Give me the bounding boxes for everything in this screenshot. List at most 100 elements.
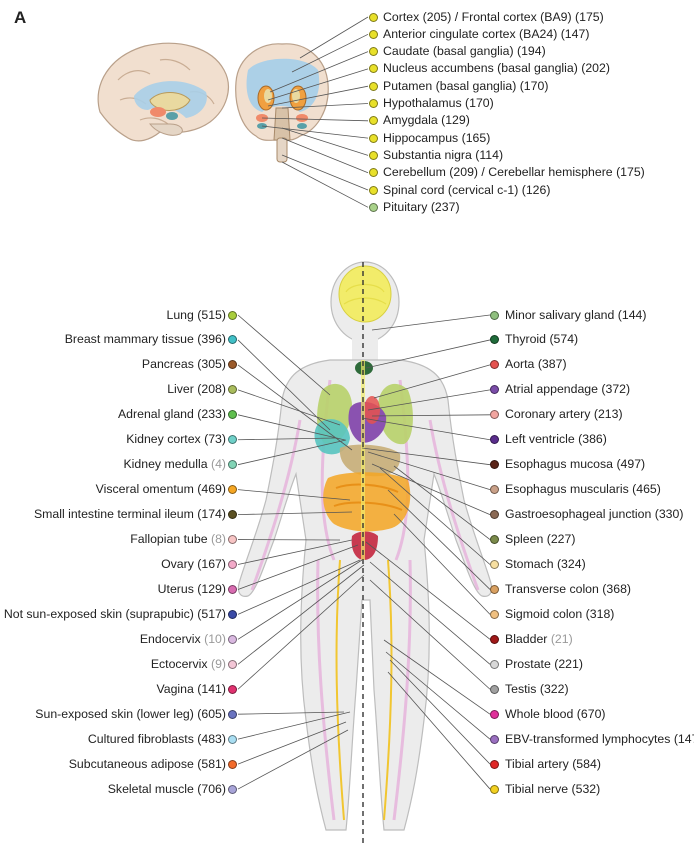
tissue-name: Liver — [167, 382, 194, 396]
brain-region-name: Substantia nigra (114) — [383, 148, 503, 162]
brain-region-name: Cortex (205) / Frontal cortex (BA9) (175… — [383, 10, 604, 24]
tissue-sample-count: (305) — [197, 357, 226, 371]
brain-region-name: Caudate (basal ganglia) (194) — [383, 44, 546, 58]
leader-line — [282, 138, 368, 173]
brain-region-swatch-pituitary-237 — [369, 203, 378, 212]
tissue-name: Pancreas — [142, 357, 194, 371]
tissue-label-fallopian-tube: Fallopian tube (8) — [130, 532, 226, 547]
tissue-label-gastroesophageal-junction: Gastroesophageal junction (330) — [505, 507, 683, 522]
tissue-swatch-minor-salivary-gland — [490, 311, 499, 320]
tissue-swatch-testis — [490, 685, 499, 694]
tissue-sample-count: (396) — [197, 332, 226, 346]
tissue-sample-count: (73) — [204, 432, 226, 446]
tissue-name: Kidney medulla — [123, 457, 207, 471]
tissue-label-sigmoid-colon: Sigmoid colon (318) — [505, 607, 614, 622]
brain-region-name: Spinal cord (cervical c-1) (126) — [383, 183, 550, 197]
tissue-label-aorta: Aorta (387) — [505, 357, 567, 372]
brain-region-label-amygdala-129: Amygdala (129) — [383, 113, 470, 128]
brain-region-name: Amygdala (129) — [383, 113, 470, 127]
tissue-sample-count: (213) — [594, 407, 623, 421]
tissue-swatch-bladder — [490, 635, 499, 644]
brain-region-swatch-cortex-205-frontal-cortex-ba9-175 — [369, 13, 378, 22]
tissue-label-adrenal-gland: Adrenal gland (233) — [118, 407, 226, 422]
tissue-swatch-tibial-artery — [490, 760, 499, 769]
brain-region-name: Hippocampus (165) — [383, 131, 490, 145]
tissue-name: Coronary artery — [505, 407, 590, 421]
brain-region-swatch-hippocampus-165 — [369, 134, 378, 143]
tissue-swatch-spleen — [490, 535, 499, 544]
brain-region-label-hippocampus-165: Hippocampus (165) — [383, 131, 490, 146]
tissue-label-vagina: Vagina (141) — [156, 682, 226, 697]
tissue-name: Sigmoid colon — [505, 607, 582, 621]
tissue-sample-count: (574) — [549, 332, 578, 346]
tissue-name: Vagina — [156, 682, 193, 696]
brain-region-label-spinal-cord-cervical-c-1-126: Spinal cord (cervical c-1) (126) — [383, 183, 550, 198]
tissue-label-transverse-colon: Transverse colon (368) — [505, 582, 631, 597]
brain-region-label-pituitary-237: Pituitary (237) — [383, 200, 460, 215]
tissue-sample-count: (465) — [632, 482, 661, 496]
tissue-label-testis: Testis (322) — [505, 682, 569, 697]
tissue-name: Skeletal muscle — [108, 782, 194, 796]
tissue-name: Whole blood — [505, 707, 573, 721]
tissue-sample-count: (227) — [547, 532, 576, 546]
tissue-name: Sun-exposed skin (lower leg) — [35, 707, 194, 721]
tissue-label-thyroid: Thyroid (574) — [505, 332, 578, 347]
tissue-name: EBV-transformed lymphocytes — [505, 732, 670, 746]
tissue-name: Minor salivary gland — [505, 308, 614, 322]
tissue-sample-count: (141) — [197, 682, 226, 696]
tissue-sample-count: (387) — [538, 357, 567, 371]
tissue-name: Subcutaneous adipose — [69, 757, 194, 771]
tissue-name: Tibial nerve — [505, 782, 568, 796]
tissue-sample-count: (670) — [577, 707, 606, 721]
tissue-name: Tibial artery — [505, 757, 569, 771]
brain-region-swatch-putamen-basal-ganglia-170 — [369, 82, 378, 91]
tissue-sample-count: (144) — [618, 308, 647, 322]
brain-region-name: Pituitary (237) — [383, 200, 460, 214]
tissue-sample-count: (167) — [197, 557, 226, 571]
tissue-name: Ectocervix — [151, 657, 208, 671]
tissue-name: Adrenal gland — [118, 407, 194, 421]
tissue-sample-count: (330) — [655, 507, 684, 521]
brain-region-name: Anterior cingulate cortex (BA24) (147) — [383, 27, 589, 41]
tissue-sample-count: (208) — [197, 382, 226, 396]
tissue-swatch-whole-blood — [490, 710, 499, 719]
tissue-swatch-skeletal-muscle — [228, 785, 237, 794]
tissue-swatch-ebv-transformed-lymphocytes — [490, 735, 499, 744]
tissue-sample-count: (372) — [601, 382, 630, 396]
tissue-label-bladder: Bladder (21) — [505, 632, 573, 647]
tissue-sample-count: (322) — [540, 682, 569, 696]
tissue-sample-count: (318) — [586, 607, 615, 621]
tissue-label-not-sun-exposed-skin-suprapubic: Not sun-exposed skin (suprapubic) (517) — [4, 607, 226, 622]
tissue-label-ebv-transformed-lymphocytes: EBV-transformed lymphocytes (147) — [505, 732, 694, 747]
tissue-label-esophagus-mucosa: Esophagus mucosa (497) — [505, 457, 645, 472]
tissue-sample-count: (706) — [197, 782, 226, 796]
tissue-name: Kidney cortex — [126, 432, 201, 446]
tissue-name: Fallopian tube — [130, 532, 207, 546]
tissue-name: Not sun-exposed skin (suprapubic) — [4, 607, 194, 621]
tissue-swatch-ovary — [228, 560, 237, 569]
leader-line — [366, 340, 490, 368]
tissue-name: Visceral omentum — [96, 482, 194, 496]
tissue-sample-count: (581) — [197, 757, 226, 771]
leader-line — [238, 315, 330, 395]
tissue-label-atrial-appendage: Atrial appendage (372) — [505, 382, 630, 397]
tissue-sample-count: (324) — [557, 557, 586, 571]
tissue-label-pancreas: Pancreas (305) — [142, 357, 226, 372]
tissue-label-breast-mammary-tissue: Breast mammary tissue (396) — [65, 332, 226, 347]
leader-line — [300, 17, 368, 58]
brain-region-name: Nucleus accumbens (basal ganglia) (202) — [383, 61, 610, 75]
tissue-name: Small intestine terminal ileum — [34, 507, 194, 521]
brain-side-view — [98, 43, 228, 141]
tissue-label-whole-blood: Whole blood (670) — [505, 707, 606, 722]
tissue-swatch-uterus — [228, 585, 237, 594]
tissue-sample-count: (386) — [578, 432, 607, 446]
tissue-name: Aorta — [505, 357, 534, 371]
brain-region-label-nucleus-accumbens-basal-ganglia-202: Nucleus accumbens (basal ganglia) (202) — [383, 61, 610, 76]
tissue-name: Prostate — [505, 657, 551, 671]
tissue-sample-count: (517) — [197, 607, 226, 621]
tissue-name: Atrial appendage — [505, 382, 598, 396]
tissue-name: Spleen — [505, 532, 543, 546]
tissue-sample-count: (174) — [197, 507, 226, 521]
tissue-sample-count: (497) — [616, 457, 645, 471]
brain-region-name: Putamen (basal ganglia) (170) — [383, 79, 548, 93]
